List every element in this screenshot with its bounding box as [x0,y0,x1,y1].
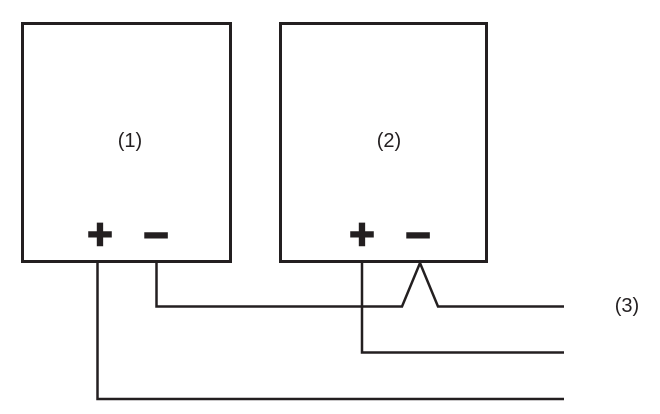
wire-box1-plus [96,262,564,401]
box-1-minus-terminal-icon: − [143,211,169,260]
box-2-label: (2) [377,130,401,152]
wire-box2-plus [360,262,564,354]
box-1 [21,22,232,263]
box-2-minus-terminal-icon: − [405,211,431,260]
box-2-plus-terminal-icon: + [349,210,375,259]
wire-box1-minus-with-peak [155,259,564,308]
box-1-plus-terminal-icon: + [87,210,113,259]
box-2 [279,22,488,263]
box-1-label: (1) [118,130,142,152]
wire-group-label: (3) [615,295,639,317]
